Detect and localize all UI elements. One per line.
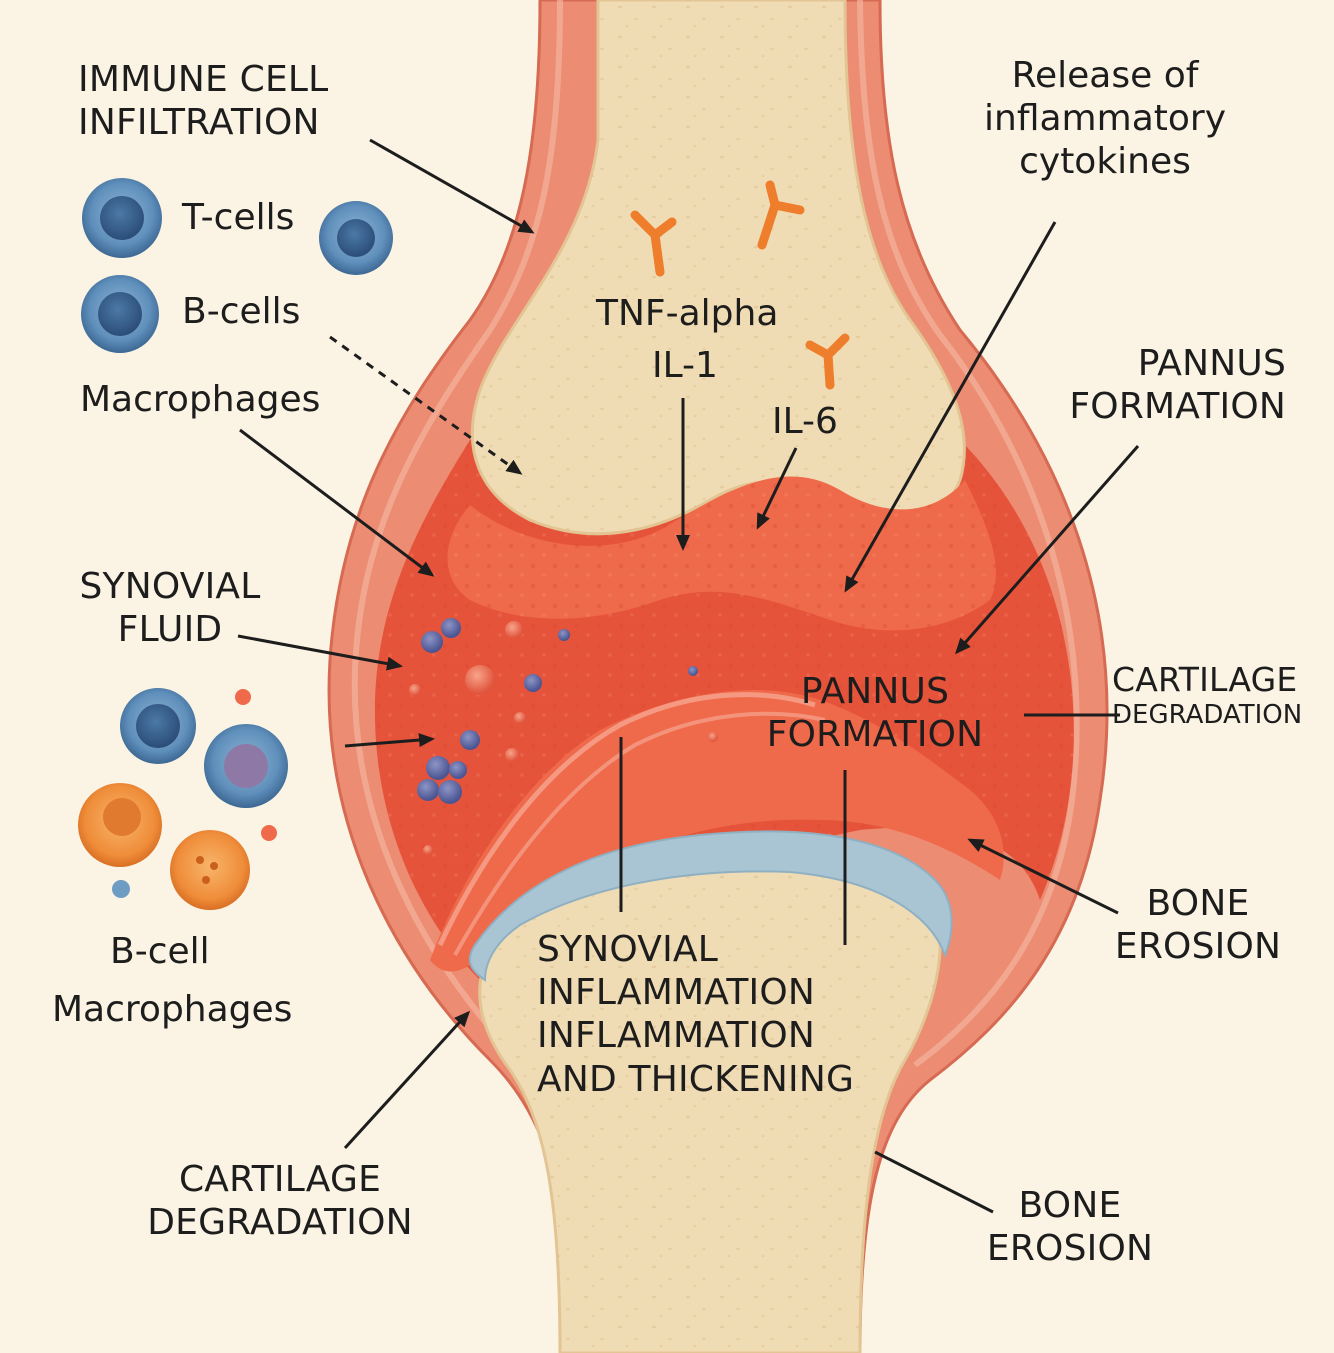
pannus-formation-center-label: PANNUS FORMATION — [740, 670, 1010, 756]
label-line: CARTILAGE — [178, 1159, 382, 1200]
label-line: SYNOVIAL — [79, 566, 261, 607]
macrophages-lower-label: Macrophages — [52, 989, 293, 1030]
label-line: EROSION — [1114, 926, 1282, 968]
cartilage-layer — [468, 830, 953, 982]
macrophage-icon — [170, 830, 250, 910]
small-cell-icon — [235, 689, 251, 705]
il-6-label: IL-6 — [772, 401, 838, 442]
synovial-fluid-label: SYNOVIAL FLUID — [60, 565, 280, 651]
b-cells-label: B-cells — [182, 291, 301, 332]
macrophages-label: Macrophages — [80, 379, 321, 420]
bone-erosion-right-label: BONE EROSION — [1090, 882, 1306, 968]
label-line: EROSION — [986, 1228, 1154, 1270]
t-cells-label: T-cells — [182, 197, 295, 238]
label-line: INFLAMMATION — [537, 1015, 815, 1057]
label-line: Release of — [1011, 55, 1199, 96]
label-line: INFILTRATION — [78, 102, 320, 144]
b-cell-label: B-cell — [110, 931, 210, 972]
bone-erosion-bottom-label: BONE EROSION — [970, 1184, 1170, 1270]
small-cell-icon — [112, 880, 130, 898]
t-cell-icon — [319, 201, 393, 275]
label-line: BONE — [1146, 883, 1250, 924]
cartilage-degradation-bottom-label: CARTILAGE DEGRADATION — [120, 1158, 440, 1244]
label-line: cytokines — [1019, 141, 1191, 183]
label-line: FORMATION — [1069, 386, 1286, 428]
label-line: PANNUS — [1137, 343, 1286, 384]
il-1-label: IL-1 — [652, 345, 718, 386]
label-line: SYNOVIAL — [537, 929, 719, 970]
cytokine-icons — [630, 180, 850, 390]
label-line: AND THICKENING — [537, 1058, 855, 1100]
leader-arrows — [237, 138, 1140, 1214]
synovial-inflammation-label: SYNOVIAL INFLAMMATION INFLAMMATION AND T… — [537, 928, 854, 1101]
label-line: BONE — [1018, 1185, 1122, 1226]
b-cell-icon — [120, 688, 196, 764]
label-line: inflammatory — [984, 98, 1226, 140]
label-line: IMMUNE CELL — [78, 59, 329, 100]
label-line: CARTILAGE — [1112, 660, 1298, 699]
macrophage-icon — [78, 783, 162, 867]
label-line: FORMATION — [766, 714, 984, 756]
label-line: FLUID — [117, 609, 223, 651]
b-cell-icon — [204, 724, 288, 808]
cartilage-degradation-right-label: CARTILAGE DEGRADATION — [1112, 660, 1302, 731]
label-line: DEGRADATION — [147, 1202, 413, 1244]
label-line: INFLAMMATION — [537, 972, 815, 1014]
b-cell-icon — [81, 275, 159, 353]
tnf-alpha-label: TNF-alpha — [596, 293, 779, 334]
immune-cell-infiltration-label: IMMUNE CELL INFILTRATION — [78, 58, 328, 144]
small-cell-icon — [261, 825, 277, 841]
release-cytokines-label: Release of inflammatory cytokines — [960, 54, 1250, 184]
t-cell-icon — [82, 178, 162, 258]
fluid-particles — [409, 618, 718, 855]
label-line: PANNUS — [800, 671, 950, 712]
pannus-formation-right-label: PANNUS FORMATION — [1010, 342, 1286, 428]
label-line: DEGRADATION — [1112, 699, 1303, 730]
